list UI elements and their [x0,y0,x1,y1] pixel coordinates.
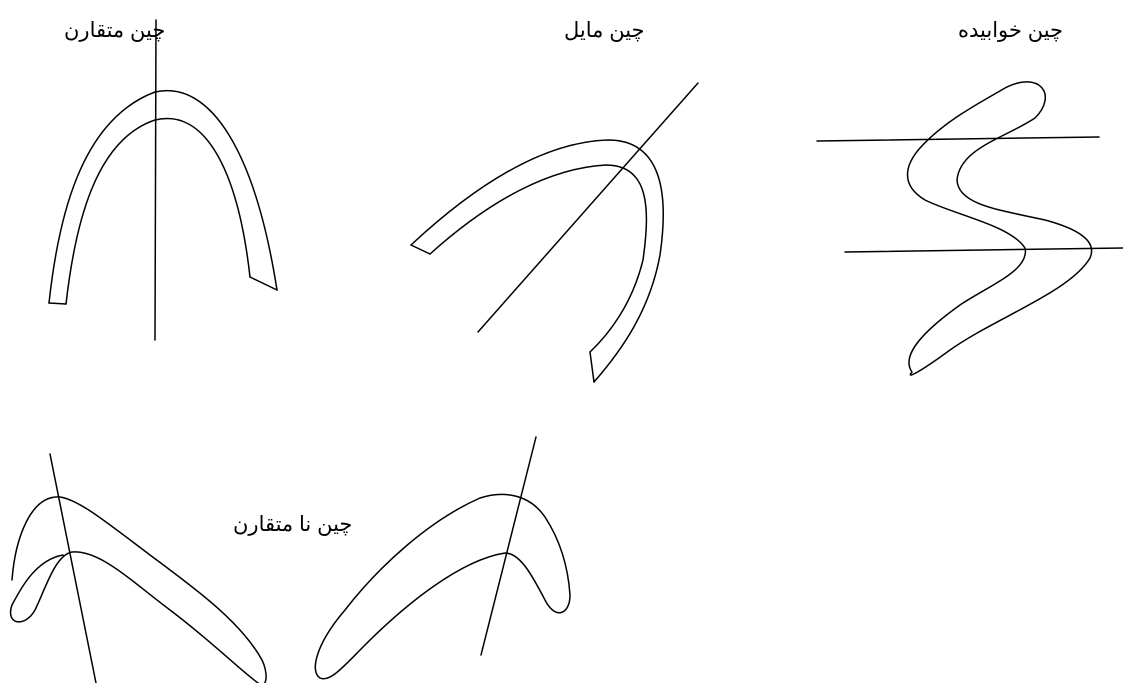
recumbent-fold-label: چین خوابیده [958,20,1063,41]
symmetric-fold-figure [49,20,277,340]
symmetric-fold-outer-limb [49,91,277,303]
symmetric-fold-inner-limb [66,119,250,304]
inclined-fold-inner-limb [430,165,646,352]
recumbent-fold-axial-plane-upper [817,137,1099,141]
asymmetric-fold-left-figure [11,454,267,683]
recumbent-fold-outline [908,82,1092,375]
symmetric-fold-label: چین متقارن [64,20,165,41]
recumbent-fold-axial-plane-lower [845,248,1123,252]
recumbent-fold-figure [817,82,1123,375]
inclined-fold-outer-limb [411,140,663,382]
inclined-fold-figure [411,83,698,382]
inclined-fold-right-end [590,352,594,382]
asymmetric-fold-right-figure [315,437,570,679]
asymmetric-fold-label: چین نا متقارن [233,514,352,535]
asymmetric-fold-right-axial-plane [481,437,536,655]
inclined-fold-label: چین مایل [564,20,645,41]
symmetric-fold-left-end [49,303,66,304]
inclined-fold-left-end [411,245,430,254]
asymmetric-fold-left-outline [11,497,267,683]
asymmetric-fold-left-axial-plane [50,454,96,683]
symmetric-fold-axial-plane [155,20,156,340]
asymmetric-fold-right-outline [315,494,570,678]
symmetric-fold-right-end [250,277,277,290]
inclined-fold-axial-plane [478,83,698,332]
